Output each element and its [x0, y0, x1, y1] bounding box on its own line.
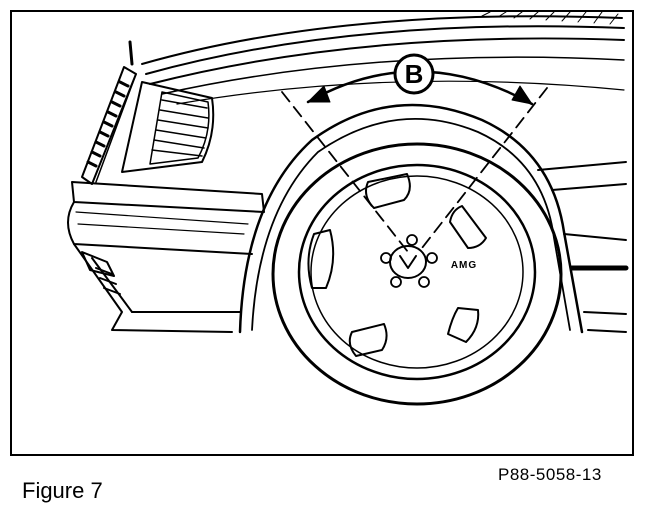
hub-cap: [389, 245, 427, 279]
lug-nut: [426, 252, 438, 264]
callout-circle: [393, 53, 435, 95]
lower-spoiler: [73, 243, 241, 333]
figure-caption: Figure 7: [22, 478, 103, 503]
hub-emblem: [399, 255, 417, 269]
front-bumper: [67, 181, 265, 255]
fog-lamp-slats: [95, 267, 121, 295]
wheel-badge: AMG: [451, 260, 477, 271]
spoke-opening: [307, 229, 335, 289]
spoke-opening: [365, 173, 411, 209]
callout-label: B: [405, 59, 424, 89]
wheel: [271, 142, 563, 406]
wheel-arch: [238, 103, 584, 334]
windshield-hatching: [481, 12, 619, 25]
rim-inner: [310, 175, 524, 369]
headlamp: [121, 81, 215, 173]
lug-nut: [380, 252, 392, 264]
spoke-opening: [449, 205, 487, 249]
figure-frame: B AMG: [10, 10, 634, 456]
antenna: [128, 40, 134, 66]
hood-lines: [141, 15, 625, 105]
lug-nut: [418, 276, 430, 288]
angle-reference-lines: [281, 87, 548, 253]
lug-nut: [390, 276, 402, 288]
arrow-right-icon: [511, 85, 533, 105]
headlamp-lens-lines: [151, 99, 209, 157]
car-front-fender-illustration: B AMG: [67, 12, 629, 406]
spoke-opening: [447, 307, 480, 343]
spoke-opening: [348, 323, 388, 357]
rim-outer: [297, 163, 537, 381]
lug-nut: [406, 234, 418, 246]
grille-slats: [86, 80, 130, 168]
arrow-left-icon: [307, 85, 331, 103]
tyre-outer: [271, 142, 563, 406]
part-number: P88-5058-13: [498, 465, 602, 484]
body-side-lines: [537, 161, 629, 333]
